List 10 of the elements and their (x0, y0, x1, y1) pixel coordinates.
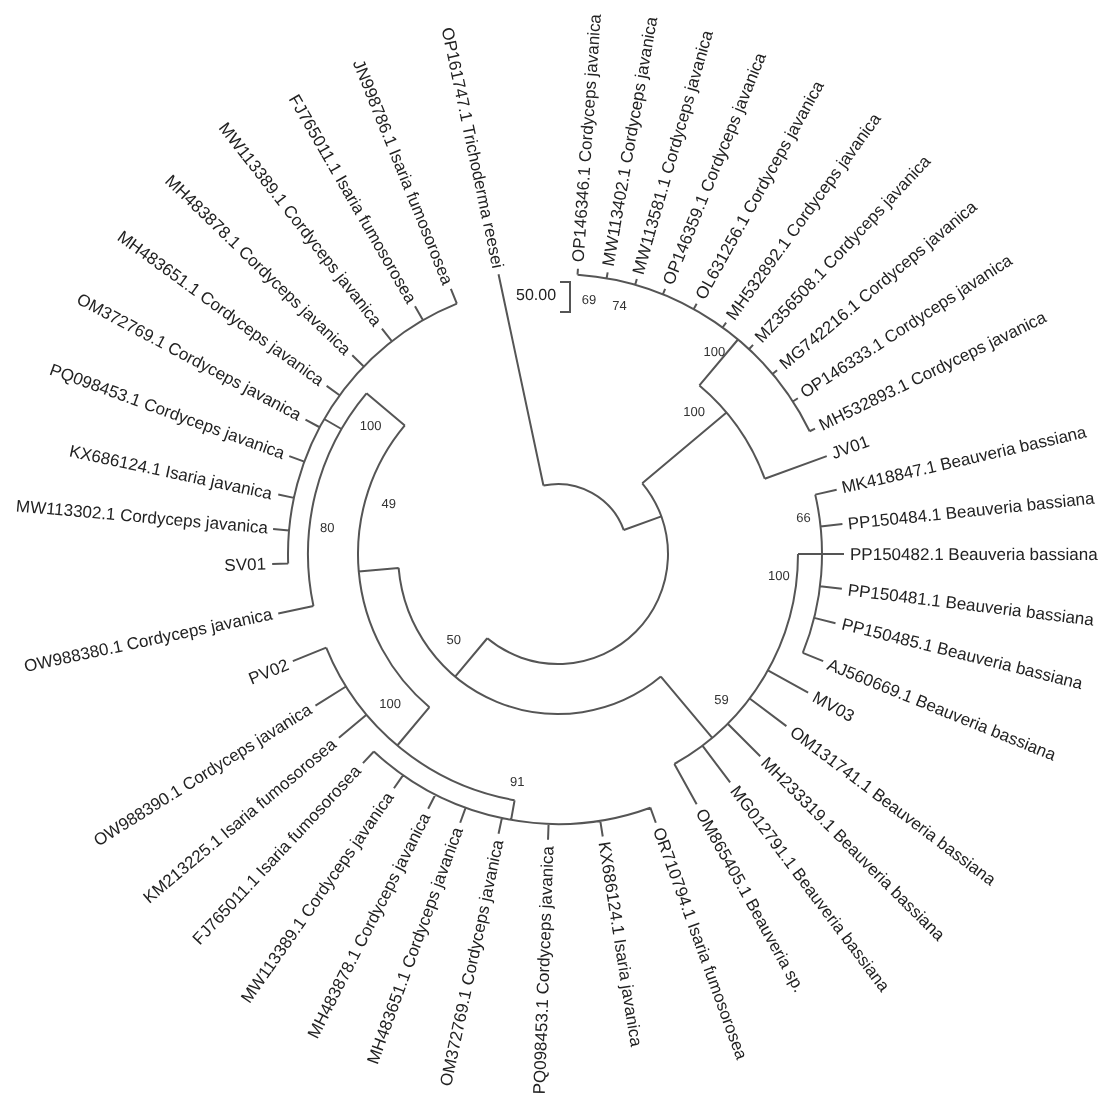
taxon-label: PQ098453.1 Cordyceps javanica (530, 845, 557, 1095)
taxon-label: PP150482.1 Beauveria bassiana (850, 545, 1098, 563)
taxon-label: SV01 (224, 555, 267, 575)
taxon-label: PV02 (245, 655, 291, 687)
scale-value: 50.00 (516, 288, 557, 304)
taxon-label: MW113302.1 Cordyceps javanica (14, 498, 268, 537)
taxon-label: OP146346.1 Cordyceps javanica (569, 14, 605, 264)
taxon-label: JV01 (829, 432, 872, 463)
taxon-label: PP150484.1 Beauveria bassiana (847, 489, 1096, 532)
taxon-label: KX686124.1 Isaria javanica (595, 841, 645, 1049)
